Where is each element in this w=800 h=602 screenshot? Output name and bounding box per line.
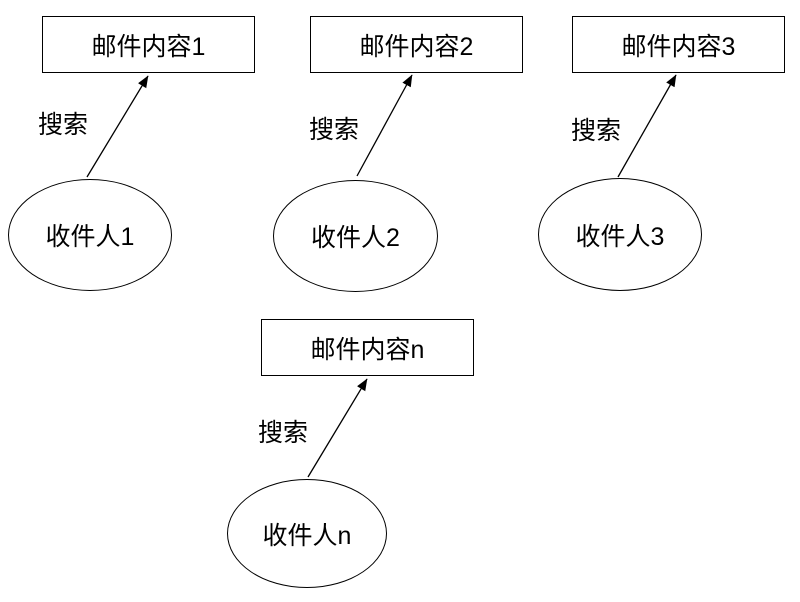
search-edge-label-2: 搜索 [309, 116, 360, 144]
recipient-node-2: 收件人2 [273, 180, 438, 292]
search-arrow-3 [617, 74, 677, 178]
search-arrow-n [307, 378, 368, 478]
search-edge-label-1: 搜索 [38, 111, 89, 139]
recipient-node-1: 收件人1 [8, 179, 172, 291]
search-edge-label-3: 搜索 [571, 117, 622, 145]
email-content-box-3: 邮件内容3 [572, 16, 785, 73]
email-content-box-1: 邮件内容1 [42, 16, 255, 73]
search-arrow-1 [86, 75, 149, 178]
recipient-node-3: 收件人3 [538, 178, 702, 291]
recipient-node-n: 收件人n [227, 479, 387, 588]
email-content-box-n: 邮件内容n [261, 319, 474, 376]
search-arrow-2 [356, 74, 413, 177]
email-content-box-2: 邮件内容2 [310, 16, 523, 73]
search-edge-label-n: 搜索 [258, 419, 309, 447]
